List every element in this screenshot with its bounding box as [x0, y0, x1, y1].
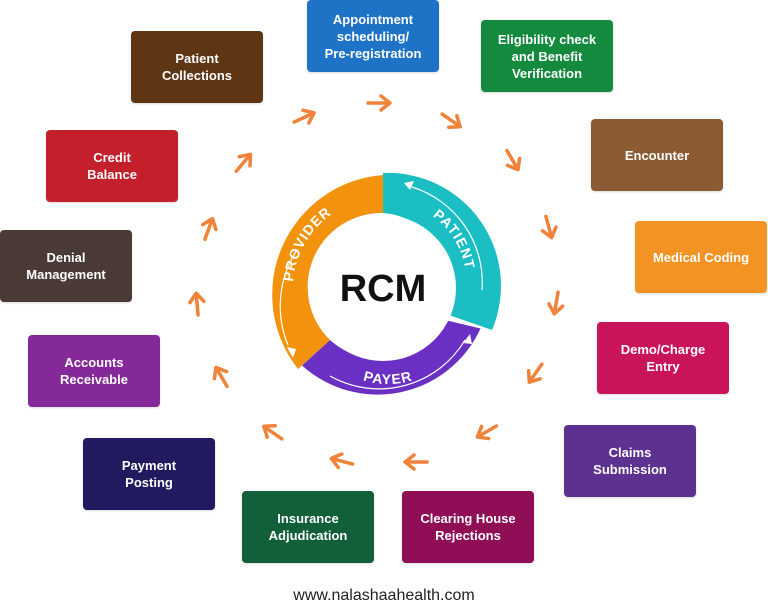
cycle-arrow-14 [234, 152, 253, 173]
website-footer: www.nalashaahealth.com [293, 587, 475, 604]
step-claims-submission: Claims Submission [564, 425, 696, 497]
payer-arrowhead [463, 334, 472, 344]
step-insurance-adjudication: Insurance Adjudication [242, 491, 374, 563]
provider-inner-arrow [279, 249, 298, 346]
step-accounts-receivable: Accounts Receivable [28, 335, 160, 407]
patient-inner-arrow [411, 186, 483, 291]
cycle-arrow-3 [505, 148, 522, 172]
patient-segment [383, 172, 501, 330]
payer-segment [302, 320, 481, 395]
cycle-arrow-4 [540, 214, 558, 240]
cycle-arrow-15 [292, 108, 316, 125]
cycle-arrow-1 [366, 94, 392, 112]
step-eligibility-check: Eligibility check and Benefit Verificati… [481, 20, 613, 92]
step-payment-posting: Payment Posting [83, 438, 215, 510]
step-demo-charge-entry: Demo/Charge Entry [597, 322, 729, 394]
cycle-arrow-6 [526, 362, 544, 384]
step-encounter: Encounter [591, 119, 723, 191]
patient-arrowhead [404, 181, 414, 190]
step-credit-balance: Credit Balance [46, 130, 178, 202]
cycle-arrow-12 [188, 291, 206, 317]
center-circle [310, 215, 456, 361]
step-patient-collections: Patient Collections [131, 31, 263, 103]
step-clearing-house-rejections: Clearing House Rejections [402, 491, 534, 563]
step-appointment-scheduling: Appointment scheduling/ Pre-registration [307, 0, 439, 72]
provider-segment [272, 175, 383, 369]
cycle-arrow-5 [547, 290, 565, 316]
cycle-arrow-8 [403, 453, 429, 471]
payer-label: PAYER [362, 368, 414, 387]
cycle-arrow-7 [475, 424, 499, 441]
cycle-arrow-11 [212, 365, 229, 389]
payer-inner-arrow [329, 339, 466, 390]
center-label: RCM [340, 268, 427, 310]
cycle-arrow-13 [201, 216, 218, 242]
provider-arrowhead [287, 347, 296, 358]
cycle-arrow-9 [329, 452, 355, 470]
cycle-arrow-10 [262, 423, 284, 441]
step-medical-coding: Medical Coding [635, 221, 767, 293]
cycle-arrow-2 [440, 112, 462, 130]
step-denial-management: Denial Management [0, 230, 132, 302]
